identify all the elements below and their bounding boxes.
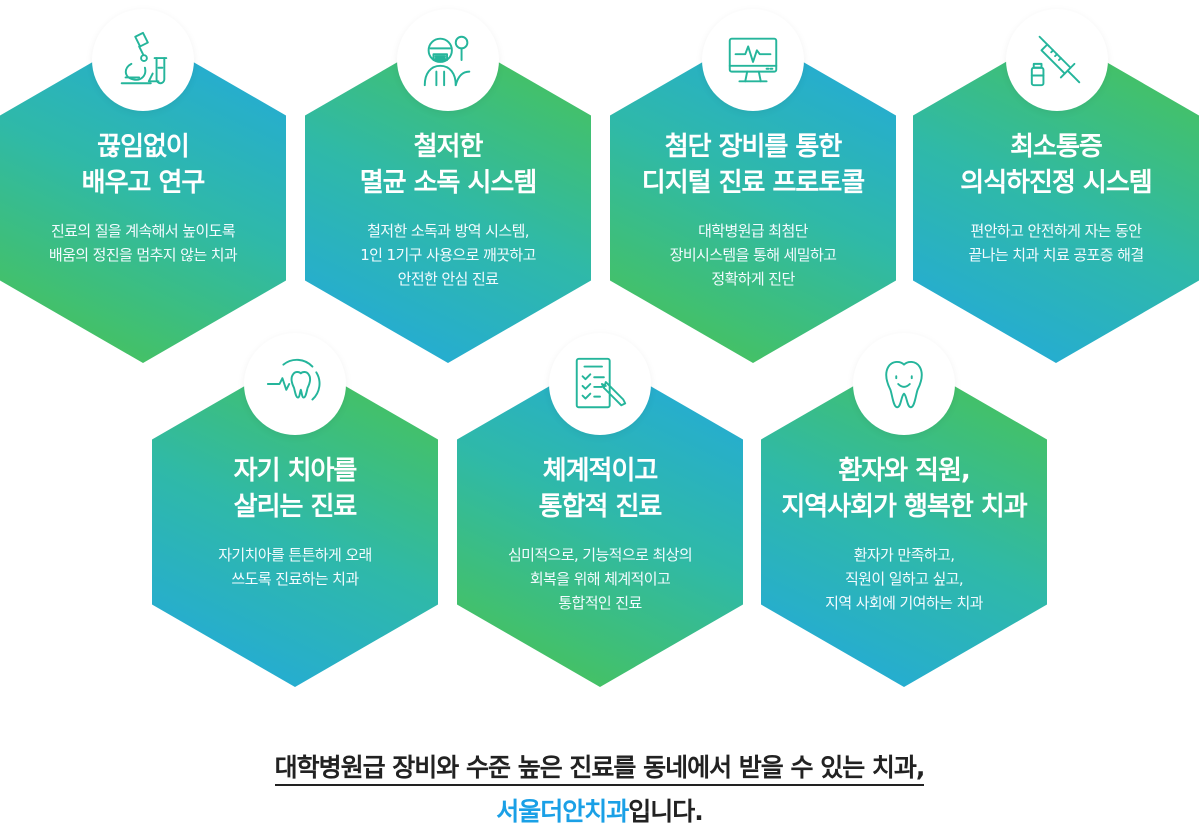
- microscope-icon: [120, 31, 168, 85]
- feature-title: 끊임없이 배우고 연구: [81, 132, 206, 198]
- feature-description: 환자가 만족하고, 직원이 일하고 싶고, 지역 사회에 기여하는 치과: [825, 546, 983, 612]
- checklist-icon: [575, 357, 627, 409]
- feature-card-community: 환자와 직원, 지역사회가 행복한 치과 환자가 만족하고, 직원이 일하고 싶…: [761, 357, 1047, 687]
- sterile-staff-icon: [423, 35, 471, 87]
- tagline-suffix: 입니다.: [628, 797, 703, 826]
- monitor-pulse-icon: [728, 37, 778, 83]
- icon-badge: [549, 333, 651, 435]
- feature-title: 최소통증 의식하진정 시스템: [960, 132, 1152, 198]
- smiling-tooth-icon: [885, 360, 923, 409]
- feature-title: 철저한 멸균 소독 시스템: [359, 132, 538, 198]
- feature-title: 첨단 장비를 통한 디지털 진료 프로토콜: [641, 132, 865, 198]
- feature-title: 체계적이고 통합적 진료: [538, 456, 663, 522]
- tooth-pulse-icon: [266, 358, 321, 401]
- icon-badge: [92, 9, 194, 111]
- icon-badge: [853, 333, 955, 435]
- icon-badge: [397, 9, 499, 111]
- feature-title: 자기 치아를 살리는 진료: [233, 456, 358, 522]
- tagline-text: 대학병원급 장비와 수준 높은 진료를 동네에서 받을 수 있는 치과,: [274, 753, 925, 786]
- feature-description: 자기치아를 튼튼하게 오래 쓰도록 진료하는 치과: [218, 546, 372, 588]
- icon-badge: [244, 333, 346, 435]
- feature-description: 편안하고 안전하게 자는 동안 끝나는 치과 치료 공포증 해결: [968, 222, 1144, 264]
- clinic-name: 서울더안치과: [496, 797, 629, 826]
- feature-description: 대학병원급 최첨단 장비시스템을 통해 세밀하고 정확하게 진단: [669, 222, 837, 288]
- feature-description: 철저한 소독과 방역 시스템, 1인 1기구 사용으로 깨끗하고 안전한 안심 …: [360, 222, 536, 288]
- feature-description: 심미적으로, 기능적으로 최상의 회복을 위해 체계적이고 통합적인 진료: [507, 546, 693, 612]
- feature-title: 환자와 직원, 지역사회가 행복한 치과: [781, 456, 1027, 522]
- icon-badge: [1006, 9, 1108, 111]
- syringe-icon: [1030, 35, 1081, 87]
- tagline-line1: 대학병원급 장비와 수준 높은 진료를 동네에서 받을 수 있는 치과,: [0, 748, 1199, 786]
- feature-description: 진료의 질을 계속해서 높이도록 배움의 정진을 멈추지 않는 치과: [48, 222, 238, 264]
- icon-badge: [702, 9, 804, 111]
- tagline-line2: 서울더안치과입니다.: [0, 792, 1199, 828]
